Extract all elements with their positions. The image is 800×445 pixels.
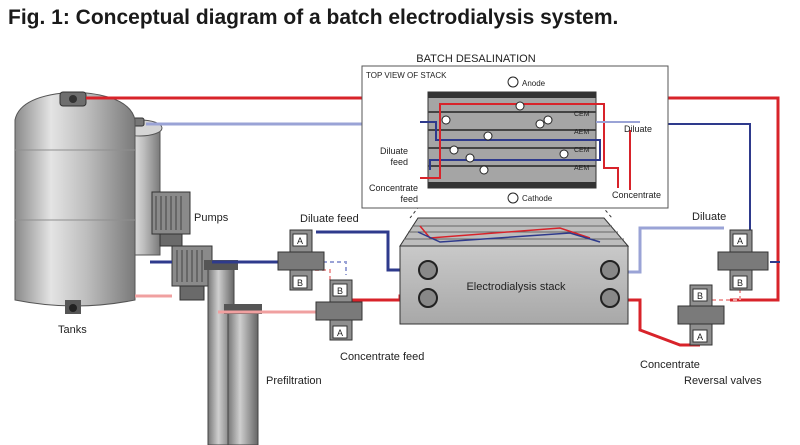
figure-title: Fig. 1: Conceptual diagram of a batch el…: [8, 6, 619, 29]
anode-icon: [507, 76, 519, 88]
reversal-valves-label: Reversal valves: [684, 375, 762, 387]
tank-front: [14, 91, 136, 314]
inset-concentrate-label: Concentrate: [612, 190, 661, 200]
valve-label-b: B: [297, 278, 303, 288]
valve-diluate-feed: A B: [277, 229, 325, 291]
aem-label-1: AEM: [574, 129, 589, 136]
concentrate-feed-label: Concentrate feed: [340, 351, 424, 363]
concentrate-outlet-pipe: [618, 265, 741, 347]
concentrate-label: Concentrate: [640, 359, 700, 371]
tanks-label: Tanks: [58, 324, 87, 336]
concentrate-return-pipe: [86, 96, 780, 302]
batch-desalination-label: BATCH DESALINATION: [416, 53, 535, 65]
cathode-icon: [507, 192, 519, 204]
valve-label-b: B: [337, 286, 343, 296]
valve-concentrate-reversal: B A: [677, 284, 725, 346]
top-view-label: TOP VIEW OF STACK: [366, 71, 447, 80]
inset-diluate-feed-label: Diluate: [380, 146, 408, 156]
valve-label-a: A: [337, 328, 343, 338]
valve-label-a: A: [697, 332, 703, 342]
inset-concentrate-feed-label: Concentrate: [369, 183, 418, 193]
valve-label-b: B: [737, 278, 743, 288]
valve-diluate-reversal: A B: [717, 229, 769, 291]
aem-label-2: AEM: [574, 165, 589, 172]
inset-diluate-feed-label: feed: [390, 157, 408, 167]
prefiltration-label: Prefiltration: [266, 375, 322, 387]
valve-label-b: B: [697, 291, 703, 301]
cem-label-1: CEM: [574, 111, 590, 118]
valve-label-a: A: [737, 236, 743, 246]
pumps-label: Pumps: [194, 212, 229, 224]
ion-symbols: [441, 101, 569, 175]
diluate-label: Diluate: [692, 211, 726, 223]
stack-top-view-inset: BATCH DESALINATION TOP VIEW OF STACK Ano…: [361, 53, 669, 209]
inset-diluate-label: Diluate: [624, 124, 652, 134]
diluate-return-pipe: [146, 122, 751, 245]
diluate-outlet-pipe: [618, 226, 780, 274]
cathode-label: Cathode: [522, 194, 553, 203]
stack-label: Electrodialysis stack: [466, 281, 566, 293]
anode-label: Anode: [522, 79, 546, 88]
inset-concentrate-feed-label: feed: [400, 194, 418, 204]
cem-label-2: CEM: [574, 147, 590, 154]
electrodialysis-stack: Electrodialysis stack: [399, 217, 630, 325]
valve-label-a: A: [297, 236, 303, 246]
pump-upper: [151, 191, 191, 247]
prefilter-cartridge-2: [224, 304, 262, 445]
valve-concentrate-feed: B A: [315, 279, 363, 341]
diluate-feed-label: Diluate feed: [300, 213, 359, 225]
pump-lower: [171, 245, 213, 301]
